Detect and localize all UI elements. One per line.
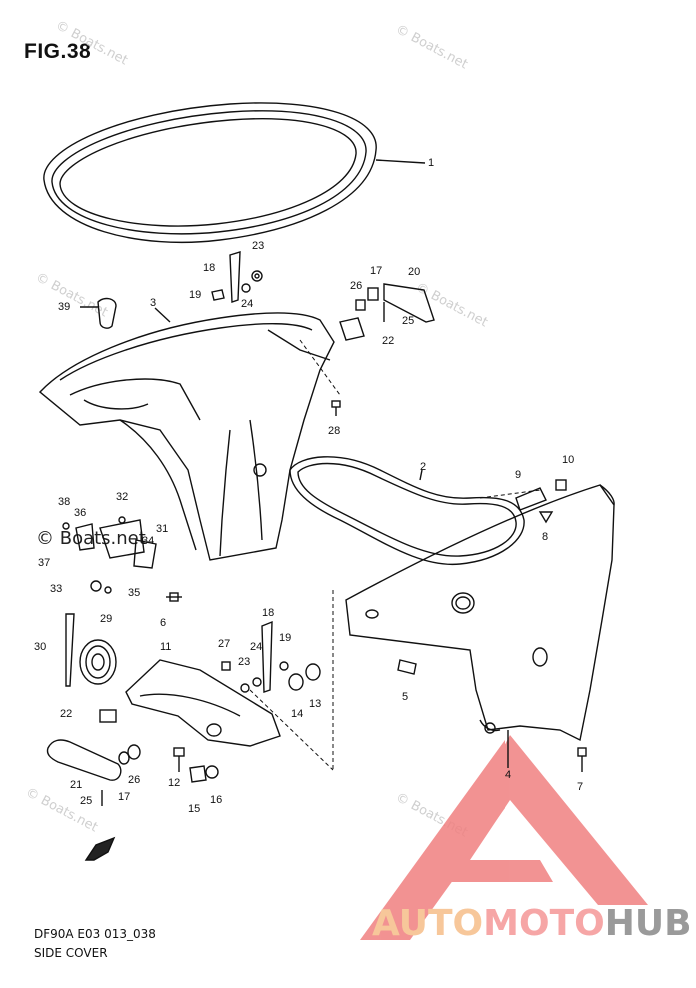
callout-10: 10 bbox=[562, 454, 574, 466]
brand-part-moto: MOTO bbox=[483, 903, 605, 944]
clip-part bbox=[80, 297, 117, 329]
callout-24: 24 bbox=[250, 641, 262, 653]
callout-13: 13 bbox=[309, 698, 321, 710]
callout-2: 2 bbox=[420, 461, 426, 473]
brand-part-auto: AUTO bbox=[372, 903, 484, 944]
callout-36: 36 bbox=[74, 507, 86, 519]
lower-latch-hardware bbox=[221, 620, 321, 693]
callout-27: 27 bbox=[218, 638, 230, 650]
callout-38: 38 bbox=[58, 496, 70, 508]
callout-21: 21 bbox=[70, 779, 82, 791]
upper-latch bbox=[339, 283, 435, 341]
callout-9: 9 bbox=[515, 469, 521, 481]
callout-11: 11 bbox=[160, 641, 171, 653]
callout-23: 23 bbox=[238, 656, 250, 668]
front-side-cover bbox=[289, 456, 615, 742]
callout-14: 14 bbox=[291, 708, 303, 720]
brand-logo: AUTOMOTOHUB bbox=[372, 903, 692, 944]
callout-29: 29 bbox=[100, 613, 112, 625]
callout-28: 28 bbox=[328, 425, 340, 437]
rear-side-cover bbox=[38, 307, 335, 561]
seal-ring bbox=[43, 102, 426, 244]
callout-22: 22 bbox=[382, 335, 394, 347]
callout-5: 5 bbox=[402, 691, 408, 703]
assembly-lines bbox=[249, 339, 541, 771]
lower-bracket bbox=[125, 659, 281, 747]
callout-4: 4 bbox=[505, 769, 511, 781]
forward-arrow-icon bbox=[84, 836, 116, 861]
callout-24: 24 bbox=[241, 298, 253, 310]
left-latch-group bbox=[62, 516, 157, 594]
callout-31: 31 bbox=[156, 523, 168, 535]
drawing-code: DF90A E03 013_038 bbox=[34, 927, 156, 941]
upper-latch-bracket bbox=[211, 251, 263, 303]
watermark: © Boats.net bbox=[36, 528, 146, 549]
callout-1: 1 bbox=[428, 157, 434, 169]
callout-25: 25 bbox=[80, 795, 92, 807]
bolt-5 bbox=[397, 659, 417, 675]
callout-30: 30 bbox=[34, 641, 46, 653]
callout-26: 26 bbox=[128, 774, 140, 786]
callout-18: 18 bbox=[262, 607, 274, 619]
callout-34: 34 bbox=[142, 535, 154, 547]
cable-tie bbox=[65, 613, 75, 687]
callout-17: 17 bbox=[370, 265, 382, 277]
callout-labels: 1339182319241726202522282910838363231373… bbox=[34, 157, 583, 815]
lower-fasteners bbox=[173, 747, 219, 783]
callout-39: 39 bbox=[58, 301, 70, 313]
callout-8: 8 bbox=[542, 531, 548, 543]
brand-part-hub: HUB bbox=[604, 903, 692, 944]
callout-16: 16 bbox=[210, 794, 222, 806]
bolt-6 bbox=[166, 592, 182, 602]
callout-20: 20 bbox=[408, 266, 420, 278]
callout-12: 12 bbox=[168, 777, 180, 789]
callout-15: 15 bbox=[188, 803, 200, 815]
callout-19: 19 bbox=[279, 632, 291, 644]
callout-32: 32 bbox=[116, 491, 128, 503]
brand-triangle bbox=[360, 735, 648, 940]
figure-title: FIG.38 bbox=[24, 40, 92, 63]
callout-23: 23 bbox=[252, 240, 264, 252]
callout-33: 33 bbox=[50, 583, 62, 595]
callout-19: 19 bbox=[189, 289, 201, 301]
callout-37: 37 bbox=[38, 557, 50, 569]
bottom-fasteners bbox=[484, 722, 587, 772]
drawing-name: SIDE COVER bbox=[34, 946, 108, 960]
grommet bbox=[79, 639, 117, 685]
front-latch-bracket bbox=[515, 479, 567, 524]
callout-35: 35 bbox=[128, 587, 140, 599]
callout-3: 3 bbox=[150, 297, 156, 309]
callout-26: 26 bbox=[350, 280, 362, 292]
callout-6: 6 bbox=[160, 617, 166, 629]
bolt-28 bbox=[331, 400, 341, 416]
callout-18: 18 bbox=[203, 262, 215, 274]
callout-17: 17 bbox=[118, 791, 130, 803]
callout-7: 7 bbox=[577, 781, 583, 793]
callout-25: 25 bbox=[402, 315, 414, 327]
lower-latch bbox=[46, 709, 141, 806]
callout-22: 22 bbox=[60, 708, 72, 720]
